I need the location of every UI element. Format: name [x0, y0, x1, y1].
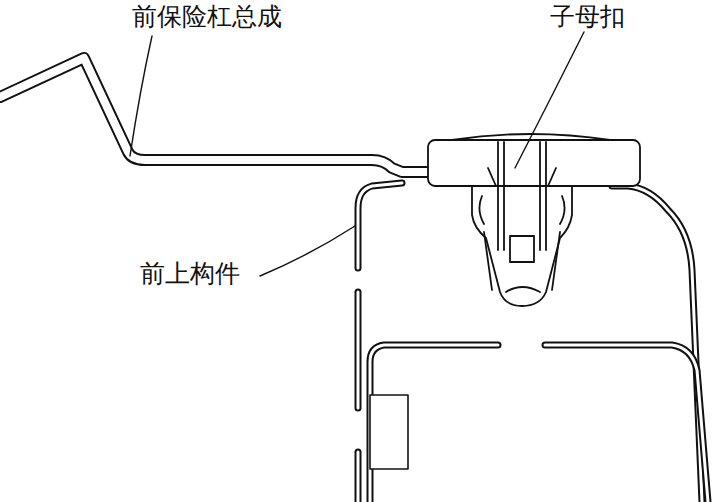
leader-lines: [130, 32, 584, 276]
upper-member: [358, 183, 708, 502]
part-label: 前保险杠总成: [130, 3, 284, 31]
part-label: 前上构件: [138, 260, 242, 288]
clip: [428, 134, 640, 306]
part-label: 子母扣: [548, 3, 627, 31]
bumper: [0, 58, 436, 172]
